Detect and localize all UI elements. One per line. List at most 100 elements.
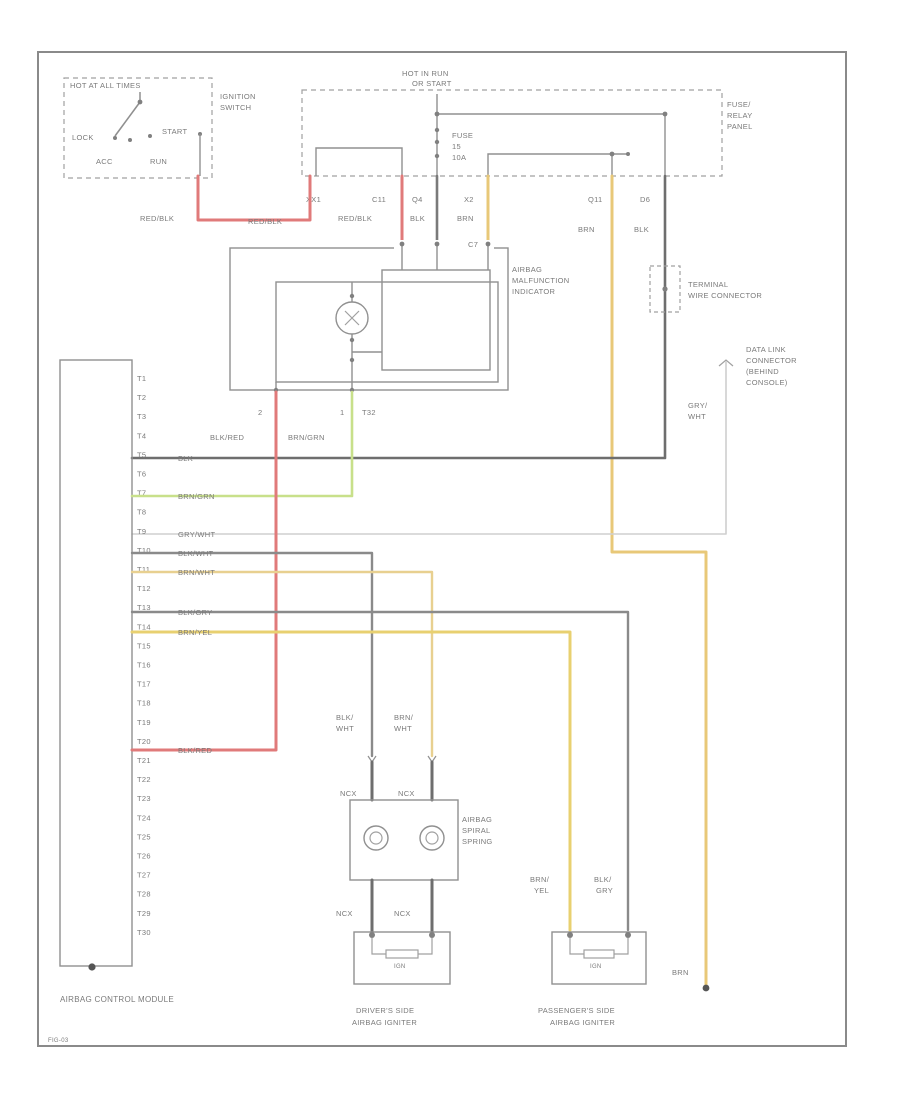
fuse-label-1: FUSE	[452, 131, 473, 140]
terminal-c11: C11	[372, 195, 386, 204]
module-pin-label: T6	[137, 470, 146, 479]
spring-wire1-label-2: WHT	[336, 724, 354, 733]
module-pin-label: T25	[137, 832, 151, 841]
module-wire-gry-wht: GRY/WHT	[178, 530, 215, 539]
outer-frame	[37, 51, 847, 1047]
module-wire-brn-grn: BRN/GRN	[178, 492, 215, 501]
indicator-pin-1: 1	[340, 408, 344, 417]
spring-conn-2: NCX	[398, 789, 415, 798]
wire-brn-wht-spring	[130, 570, 434, 758]
spring-label-2: SPIRAL	[462, 826, 490, 835]
driver-igniter-element: IGN	[394, 964, 406, 970]
wire-brn-q11	[610, 174, 708, 987]
module-pin-label: T29	[137, 909, 151, 918]
spring-label-3: SPRING	[462, 837, 493, 846]
terminal-wire-connector: TERMINAL WIRE CONNECTOR	[649, 265, 762, 313]
passenger-wire2-label-1: BLK/	[594, 875, 612, 884]
indicator-label-3: INDICATOR	[512, 287, 556, 296]
dlc-wire-label-2: WHT	[688, 412, 706, 421]
indicator-wire-brn-grn: BRN/GRN	[288, 433, 325, 442]
module-pin-label: T5	[137, 450, 146, 459]
wire-blk-red-indicator	[130, 390, 278, 752]
module-pin-label: T14	[137, 622, 151, 631]
module-pin-label: T3	[137, 412, 146, 421]
wire-label-brn-x2: BRN	[457, 214, 474, 223]
driver-airbag-igniter: IGN DRIVER'S SIDE AIRBAG IGNITER	[352, 931, 451, 1027]
module-pin-label: T26	[137, 852, 151, 861]
terminal-connector-label-2: WIRE CONNECTOR	[688, 291, 762, 300]
module-pin-label: T13	[137, 603, 151, 612]
indicator-label-2: MALFUNCTION	[512, 276, 569, 285]
spring-conn-3: NCX	[336, 909, 353, 918]
ignition-label-1: IGNITION	[220, 92, 256, 101]
module-pin-label: T18	[137, 699, 151, 708]
spring-wire2-label-2: WHT	[394, 724, 412, 733]
dlc-label-1: DATA LINK	[746, 345, 786, 354]
module-label: AIRBAG CONTROL MODULE	[60, 995, 174, 1004]
terminal-xx1: XX1	[306, 195, 321, 204]
wire-gry-wht-dlc	[131, 361, 727, 535]
driver-igniter-label-1: DRIVER'S SIDE	[356, 1006, 414, 1015]
indicator-pin-t32: T32	[362, 408, 376, 417]
module-wire-brn-wht: BRN/WHT	[178, 568, 215, 577]
module-pin-label: T22	[137, 775, 151, 784]
ignition-switch: HOT AT ALL TIMES IGNITION SWITCH LOCK ST…	[63, 77, 256, 179]
wire-label-blk-q4: BLK	[410, 214, 425, 223]
terminal-q4: Q4	[412, 195, 423, 204]
module-pin-label: T17	[137, 680, 151, 689]
terminal-d6: D6	[640, 195, 650, 204]
module-wire-blk-wht: BLK/WHT	[178, 549, 214, 558]
terminal-x2: X2	[464, 195, 474, 204]
indicator-pin-2: 2	[258, 408, 262, 417]
module-pin-label: T8	[137, 508, 146, 517]
passenger-igniter-label-2: AIRBAG IGNITER	[550, 1018, 615, 1027]
spring-conn-4: NCX	[394, 909, 411, 918]
indicator-wire-blk-red: BLK/RED	[210, 433, 244, 442]
dlc-label-4: CONSOLE)	[746, 378, 788, 387]
module-pin-label: T15	[137, 641, 151, 650]
ignition-pos-start: START	[162, 127, 188, 136]
wire-label-brn-q11: BRN	[578, 225, 595, 234]
airbag-malfunction-indicator: C7 AIRBAG MALFUNCTION INDICATOR 2 1 T32 …	[210, 240, 569, 442]
terminal-connector-label-1: TERMINAL	[688, 280, 728, 289]
passenger-wire1-label-2: YEL	[534, 886, 549, 895]
ground-wire-label: BRN	[672, 968, 689, 977]
ignition-pos-lock: LOCK	[72, 133, 94, 142]
indicator-label-1: AIRBAG	[512, 265, 542, 274]
ignition-label-2: SWITCH	[220, 103, 251, 112]
module-pin-label: T1	[137, 374, 146, 383]
ignition-pos-acc: ACC	[96, 157, 113, 166]
module-pin-label: T9	[137, 527, 146, 536]
ground-point: BRN	[672, 968, 710, 992]
airbag-spiral-spring: BLK/ WHT BRN/ WHT NCX NCX AIRBAG SPIRAL …	[336, 713, 493, 934]
module-pin-label: T30	[137, 928, 151, 937]
passenger-airbag-igniter: IGN PASSENGER'S SIDE AIRBAG IGNITER	[538, 931, 647, 1027]
module-wire-blk-gry: BLK/GRY	[178, 608, 212, 617]
passenger-igniter-element: IGN	[590, 964, 602, 970]
driver-igniter-label-2: AIRBAG IGNITER	[352, 1018, 417, 1027]
fuse-panel-label-2: RELAY	[727, 111, 753, 120]
wire-red-blk-ignition	[196, 174, 312, 222]
module-pin-label: T24	[137, 813, 151, 822]
dlc-label-2: CONNECTOR	[746, 356, 797, 365]
wire-label-red-blk-1: RED/BLK	[140, 214, 174, 223]
passenger-wire1-label-1: BRN/	[530, 875, 550, 884]
fuse-panel-label-3: PANEL	[727, 122, 753, 131]
module-wire-brn-yel: BRN/YEL	[178, 628, 212, 637]
wire-label-red-blk-3: RED/BLK	[338, 214, 372, 223]
passenger-wire2-label-2: GRY	[596, 886, 613, 895]
module-pin-label: T21	[137, 756, 151, 765]
wire-brn-yel-passenger	[130, 630, 572, 932]
module-pin-label: T19	[137, 718, 151, 727]
fuse-panel-label-1: FUSE/	[727, 100, 751, 109]
spring-conn-1: NCX	[340, 789, 357, 798]
fuse-label-3: 10A	[452, 153, 466, 162]
terminal-q11: Q11	[588, 195, 603, 204]
module-wire-blk-red: BLK/RED	[178, 746, 212, 755]
module-pin-label: T16	[137, 661, 151, 670]
spring-wire2-label-1: BRN/	[394, 713, 414, 722]
wire-blk-d6	[130, 174, 667, 460]
module-pin-label: T23	[137, 794, 151, 803]
module-pin-label: T28	[137, 890, 151, 899]
